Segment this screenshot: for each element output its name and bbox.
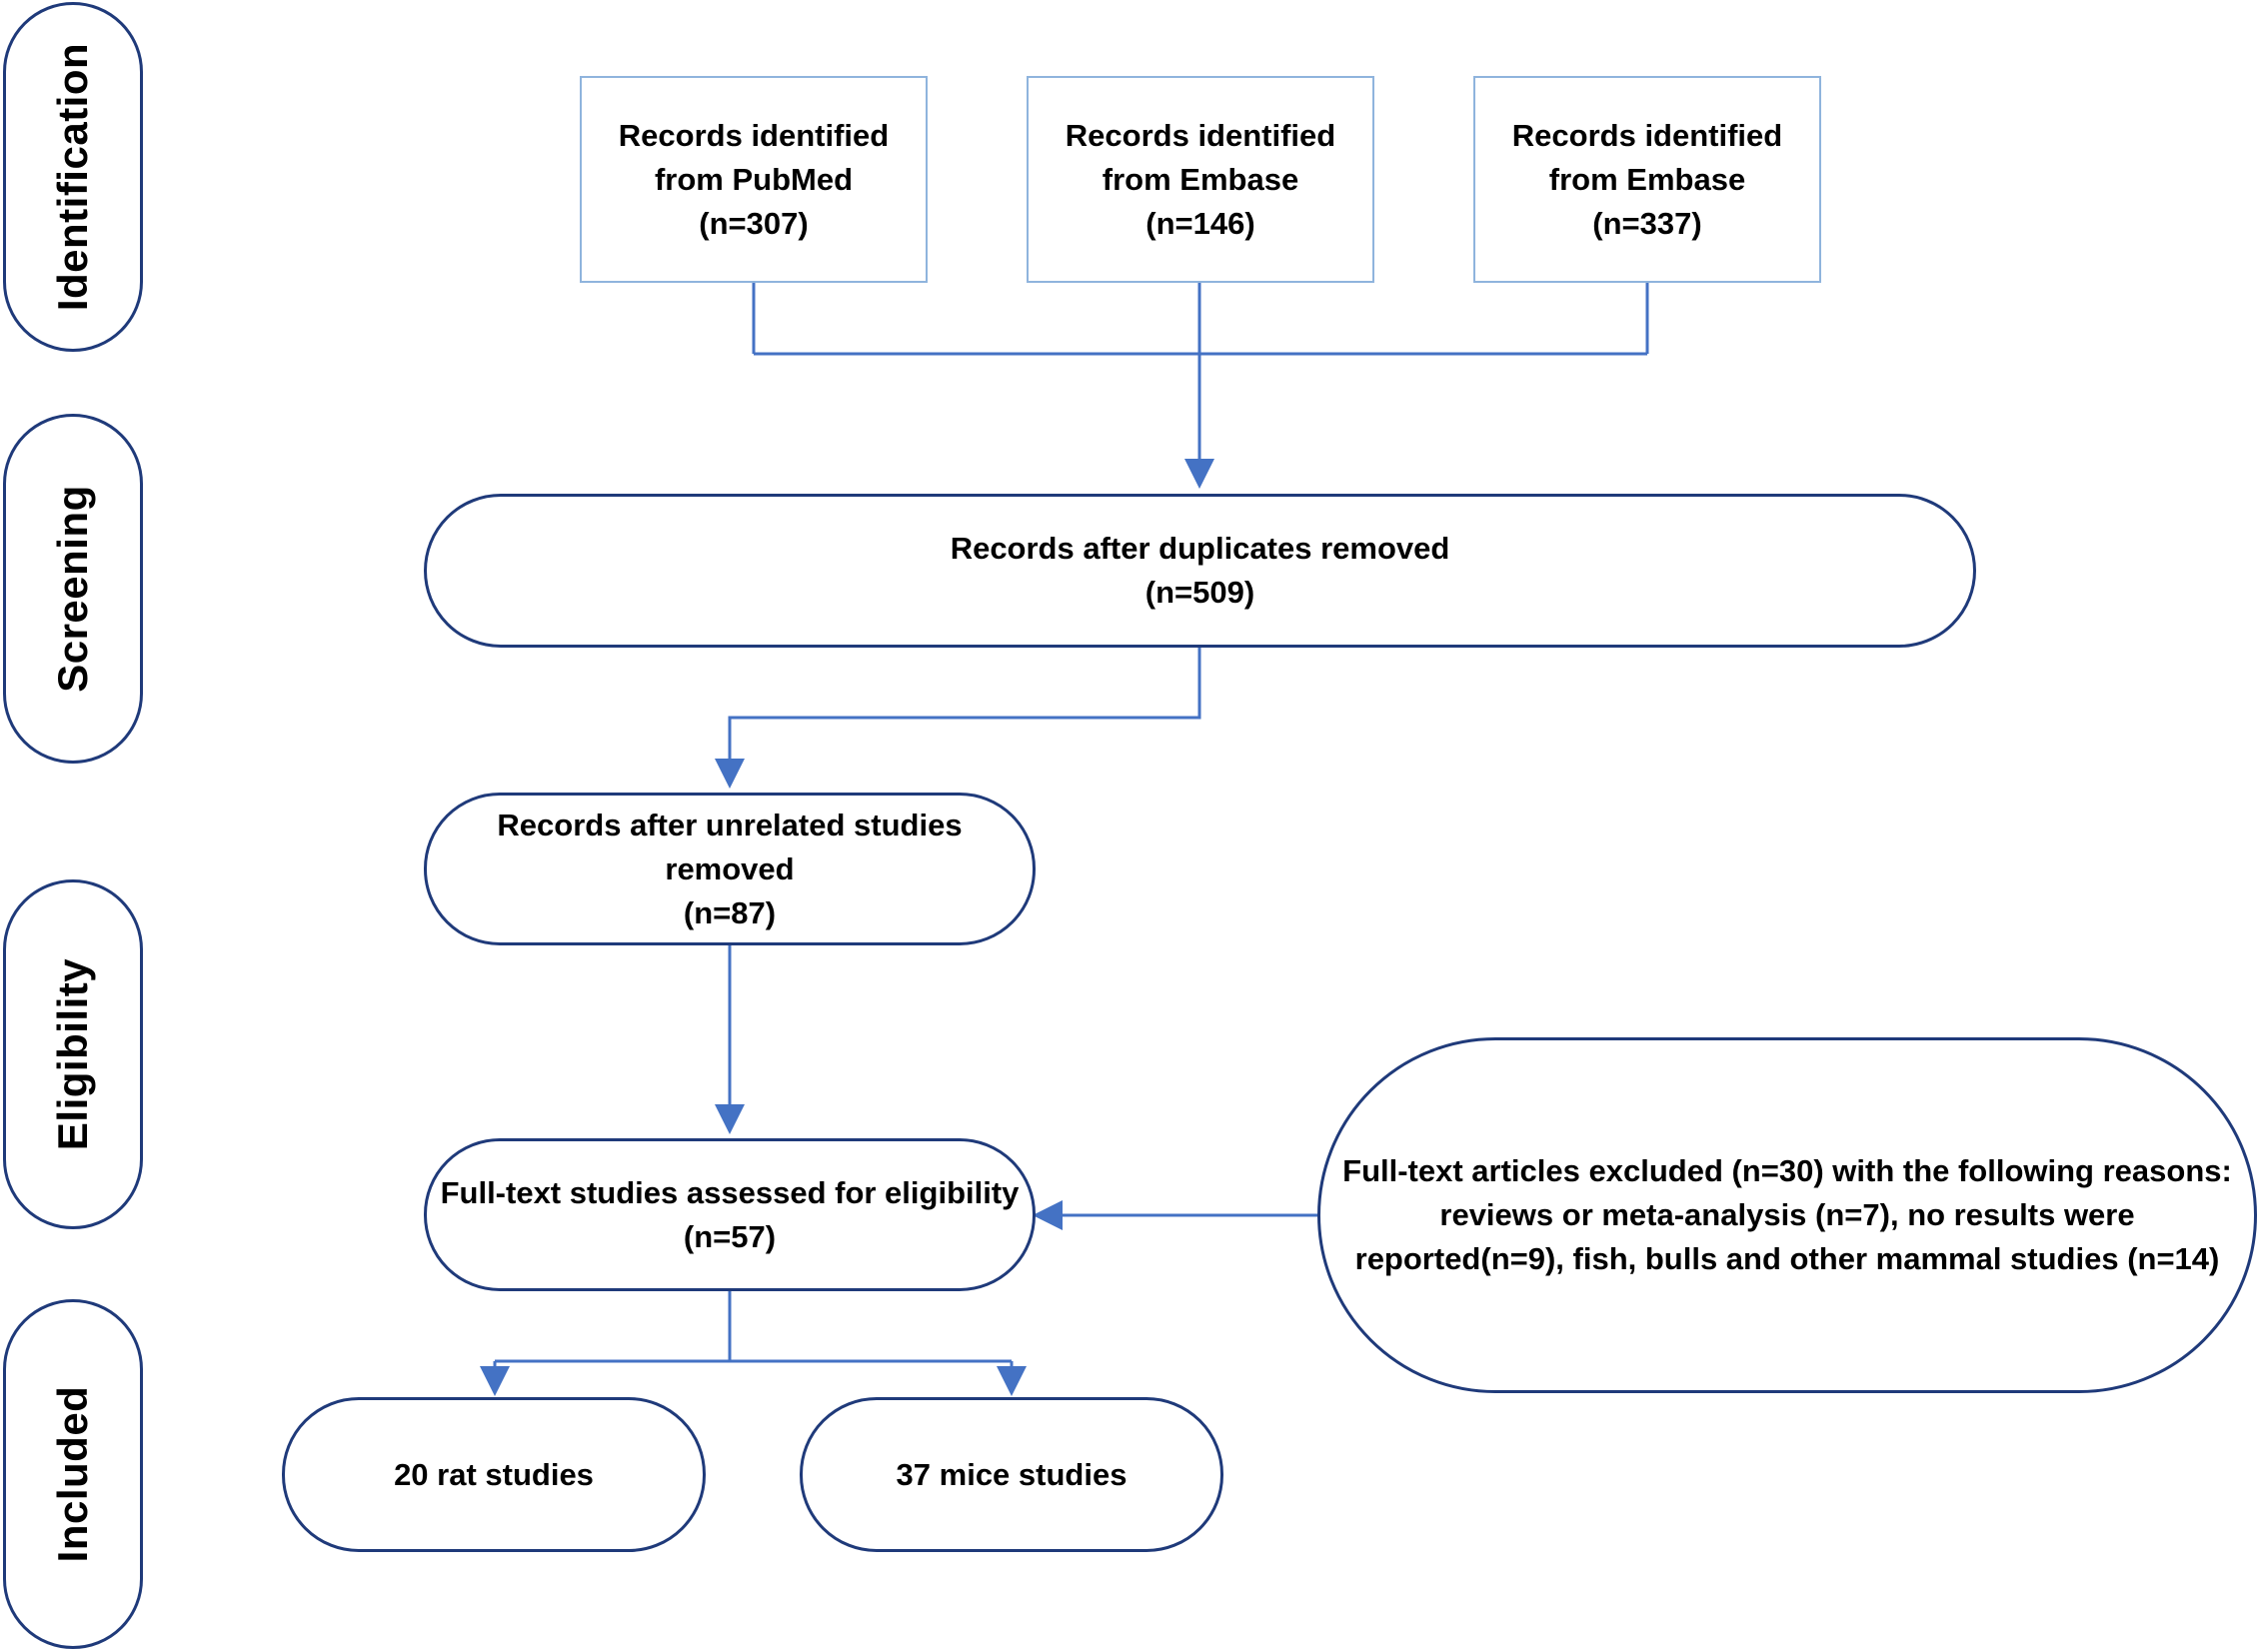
source-pubmed-line2: from PubMed [654,161,854,197]
included-rat-box: 20 rat studies [282,1397,706,1552]
source-box-pubmed: Records identified from PubMed (n=307) [580,76,928,283]
unrelated-removed-line1: Records after unrelated studies [497,807,963,842]
stage-included: Included [3,1299,143,1649]
source-embase-2-line2: from Embase [1548,161,1746,197]
unrelated-removed-line2: removed [665,850,795,886]
excluded-box: Full-text articles excluded (n=30) with … [1317,1037,2257,1393]
source-embase-1-count: (n=146) [1145,205,1255,241]
unrelated-removed-box: Records after unrelated studies removed … [424,793,1036,945]
full-text-assessed-count: (n=57) [683,1218,777,1254]
duplicates-removed-count: (n=509) [1144,575,1255,610]
source-pubmed-line1: Records identified [618,117,890,153]
source-box-embase-1: Records identified from Embase (n=146) [1027,76,1374,283]
source-embase-1-line1: Records identified [1065,117,1336,153]
source-box-embase-2: Records identified from Embase (n=337) [1473,76,1821,283]
stage-identification: Identification [3,2,143,352]
excluded-line2: reviews or meta-analysis (n=7), no resul… [1439,1197,2135,1232]
source-embase-1-line2: from Embase [1102,161,1299,197]
stage-eligibility: Eligibility [3,879,143,1229]
source-pubmed-count: (n=307) [699,205,809,241]
included-mice-box: 37 mice studies [800,1397,1223,1552]
duplicates-removed-box: Records after duplicates removed (n=509) [424,494,1976,648]
excluded-line1: Full-text articles excluded (n=30) with … [1342,1153,2232,1188]
stage-screening: Screening [3,414,143,764]
duplicates-removed-label: Records after duplicates removed [950,531,1450,566]
full-text-assessed-box: Full-text studies assessed for eligibili… [424,1138,1036,1291]
included-rat-label: 20 rat studies [394,1456,594,1492]
source-embase-2-count: (n=337) [1592,205,1702,241]
source-embase-2-line1: Records identified [1511,117,1783,153]
included-mice-label: 37 mice studies [896,1456,1128,1492]
connector-to-unrelated [715,648,1201,789]
excluded-line3: reported(n=9), fish, bulls and other mam… [1354,1241,2220,1276]
unrelated-removed-count: (n=87) [683,894,777,930]
full-text-assessed-label: Full-text studies assessed for eligibili… [440,1174,1020,1210]
